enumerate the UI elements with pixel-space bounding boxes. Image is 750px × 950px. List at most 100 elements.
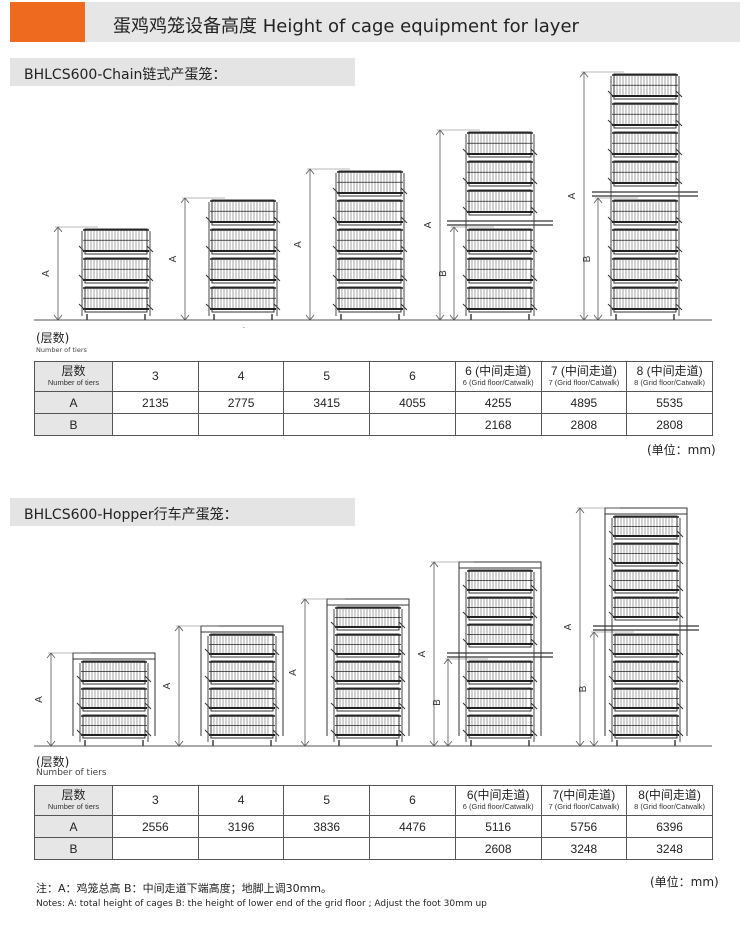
dimension-a-arrow [579, 71, 585, 78]
cage-tier [76, 660, 152, 685]
tier-number: 3 [111, 326, 118, 328]
dimension-a-label: A [423, 221, 434, 228]
cage-tier [462, 189, 538, 216]
cage-tier [462, 623, 538, 648]
cage-tier [607, 73, 683, 100]
dimension-a-arrow [305, 314, 311, 321]
table-cell [283, 413, 371, 436]
table-header-cell: 8 (中间走道)8 (Grid floor/Catwalk) [626, 361, 713, 392]
table-cell: 3248 [626, 837, 713, 860]
row-label: A [34, 391, 113, 414]
chain-cage-drawing: A3A4A5AB6AB8 [34, 71, 712, 328]
table-header-cell: 3 [112, 785, 199, 816]
header-main-text: 3 [152, 369, 159, 383]
cage-tier [332, 228, 408, 255]
dimension-a-label: A [288, 669, 299, 676]
hopper-gantry [72, 652, 156, 660]
dimension-b-arrow [589, 631, 595, 638]
header-bar [85, 2, 740, 42]
cage-tier [608, 633, 684, 658]
hopper-gantry [326, 598, 410, 606]
header-main-text: 6(中间走道) [466, 788, 530, 802]
header-sub-text: 8 (Grid floor/Catwalk) [634, 802, 706, 811]
dimension-a-label: A [162, 682, 173, 689]
cage-tier [205, 257, 281, 284]
cage-tier [462, 286, 538, 313]
table-cell: 5756 [540, 815, 628, 838]
cage-tier [462, 131, 538, 158]
dimension-b-arrow [453, 314, 459, 321]
header-main-text: 4 [237, 793, 245, 807]
tier-label-en: Number of tiers [36, 346, 87, 354]
dimension-a-arrow [174, 740, 180, 747]
cage-tier [608, 542, 684, 567]
table-cell: 2608 [454, 837, 542, 860]
cage-tier [608, 515, 684, 540]
dimension-b-arrow [593, 197, 599, 204]
cage-tier [607, 160, 683, 187]
dimension-a-label: A [417, 650, 428, 657]
accent-block [10, 2, 85, 42]
dimension-b-arrow [597, 314, 603, 321]
header-sub-text: 7 (Grid floor/Catwalk) [548, 378, 620, 387]
table-cell: 4055 [369, 391, 456, 414]
dimension-a-arrow [180, 197, 186, 204]
hopper-gantry [604, 507, 688, 515]
tier-label: (层数) [36, 755, 70, 769]
cage-tier [462, 596, 538, 621]
dimension-a-label: A [293, 241, 304, 248]
header-main-text: 8(中间走道) [638, 788, 701, 802]
dimension-a-arrow [57, 314, 63, 321]
table-header-cell: 6(中间走道)6 (Grid floor/Catwalk) [454, 785, 542, 816]
table-cell: 3836 [283, 815, 371, 838]
hopper-cage-drawing: A3A4A5AB6AB8 [34, 507, 712, 747]
hopper-gantry [458, 561, 542, 569]
dimension-a-arrow [579, 507, 585, 514]
dimension-a-label: A [567, 192, 578, 199]
cage-tier [76, 687, 152, 712]
table-header-cell: 5 [283, 785, 371, 816]
cage-tier [608, 687, 684, 712]
dimension-a-label: A [41, 270, 52, 277]
header-sub-text: Number of tiers [47, 378, 100, 387]
table-cell: 2556 [112, 815, 199, 838]
table-header-cell: 7 (中间走道)7 (Grid floor/Catwalk) [540, 361, 628, 392]
cage-tier [608, 714, 684, 739]
header-main-text: 层数 [61, 788, 86, 802]
table-cell: 6396 [626, 815, 713, 838]
cage-tier [607, 228, 683, 255]
tier-number: 6 [497, 326, 504, 328]
dimension-b-arrow [447, 740, 453, 747]
cage-tier [78, 286, 154, 313]
hopper-gantry [200, 625, 284, 633]
header-main-text: 8 (中间走道) [636, 364, 703, 378]
cage-tier [78, 257, 154, 284]
cage-tier [76, 714, 152, 739]
cage-tier [204, 660, 280, 685]
row-label: B [34, 413, 113, 436]
tier-label-en: Number of tiers [36, 768, 107, 778]
dimension-a-arrow [57, 226, 63, 233]
dimension-a-arrow [300, 740, 306, 747]
dimension-a-arrow [583, 71, 589, 78]
cage-tier [330, 687, 406, 712]
header-sub-text: 7 (Grid floor/Catwalk) [548, 802, 620, 811]
dimension-a-label: A [34, 696, 45, 703]
section-title-hopper: BHLCS600-Hopper行车产蛋笼： [24, 507, 238, 523]
cage-tier [332, 199, 408, 226]
dimension-b-arrow [447, 658, 453, 665]
dimension-a-arrow [433, 561, 439, 568]
dimension-b-label: B [578, 685, 589, 692]
page-header: 蛋鸡鸡笼设备高度 Height of cage equipment for la… [0, 0, 750, 44]
dimension-b-arrow [597, 197, 603, 204]
unit-label: (单位：mm) [647, 443, 716, 457]
table-cell [112, 837, 199, 860]
table-cell: 2775 [197, 391, 285, 414]
dimension-a-arrow [435, 314, 441, 321]
table-cell: 4476 [369, 815, 456, 838]
cage-tier [608, 569, 684, 594]
dimension-a-arrow [46, 740, 52, 747]
cage-tier [332, 286, 408, 313]
